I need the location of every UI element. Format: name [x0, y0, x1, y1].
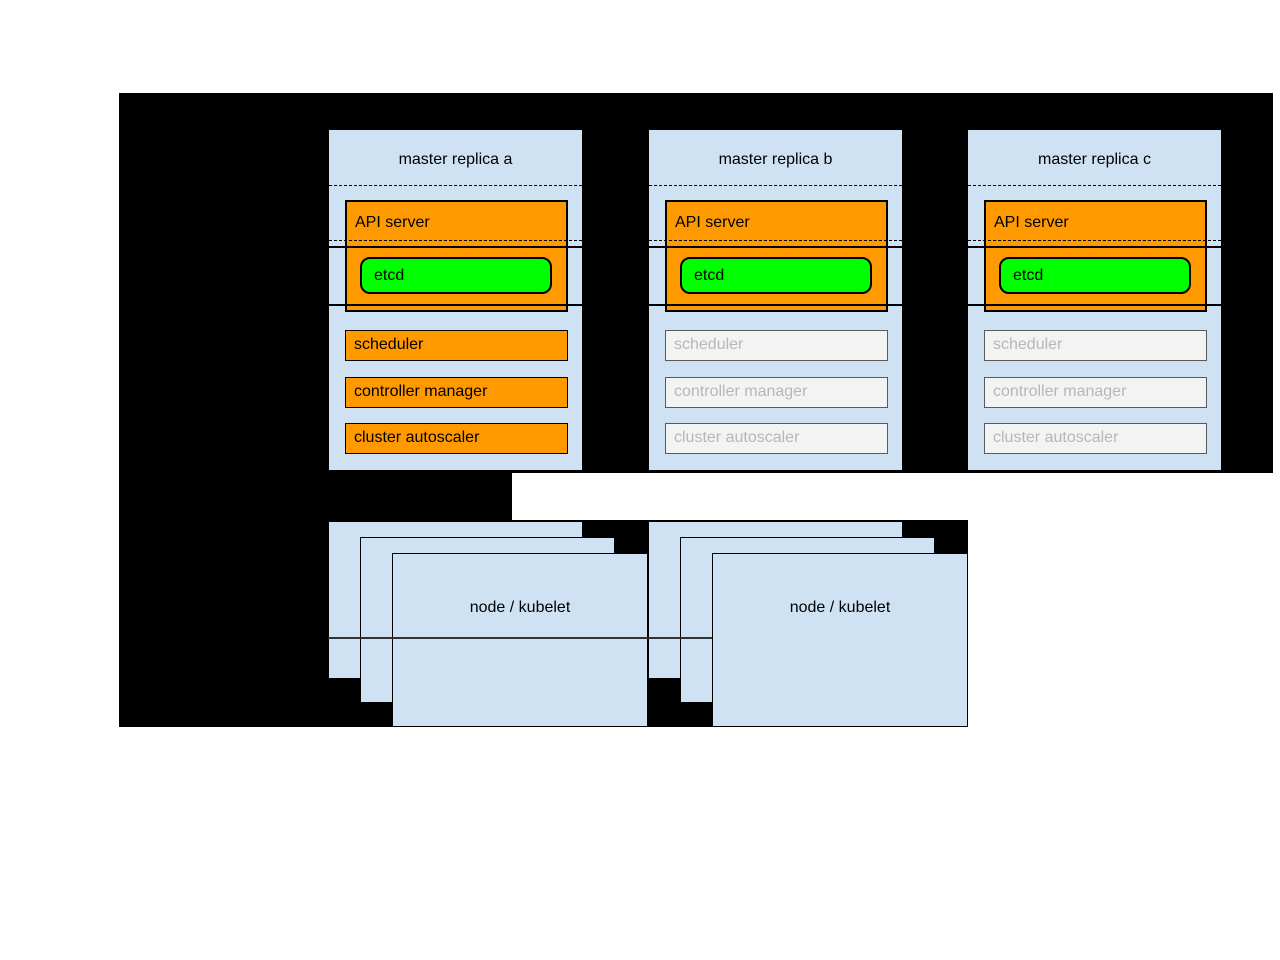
node-divider-line [328, 637, 713, 639]
node-kubelet-label: node / kubelet [789, 599, 891, 616]
cluster-autoscaler-box: cluster autoscaler [665, 423, 888, 454]
etcd-label: etcd [374, 267, 405, 284]
dashed-separator [649, 185, 902, 186]
cluster-autoscaler-box: cluster autoscaler [345, 423, 568, 454]
replica-title: master replica a [398, 151, 513, 168]
api-server-box: API server etcd [984, 200, 1207, 312]
node-kubelet-label: node / kubelet [469, 599, 571, 616]
replica-title: master replica c [1038, 151, 1151, 168]
master-replica-c-box: master replica c API server etcd schedul… [967, 129, 1222, 471]
solid-separator [329, 304, 582, 306]
cluster-autoscaler-box: cluster autoscaler [984, 423, 1207, 454]
black-background-middle [119, 473, 512, 520]
solid-separator [968, 304, 1221, 306]
controller-manager-box: controller manager [984, 377, 1207, 408]
controller-manager-box: controller manager [345, 377, 568, 408]
api-server-box: API server etcd [345, 200, 568, 312]
scheduler-box: scheduler [345, 330, 568, 361]
etcd-label: etcd [1013, 267, 1044, 284]
controller-manager-box: controller manager [665, 377, 888, 408]
dashed-separator [968, 240, 1221, 241]
scheduler-box: scheduler [665, 330, 888, 361]
solid-separator [649, 304, 902, 306]
api-server-box: API server etcd [665, 200, 888, 312]
node-box-front: node / kubelet [712, 553, 968, 727]
etcd-box: etcd [360, 257, 552, 294]
api-server-label: API server [675, 214, 750, 231]
solid-separator [968, 246, 1221, 248]
solid-separator [649, 246, 902, 248]
dashed-separator [329, 185, 582, 186]
dashed-separator [649, 240, 902, 241]
master-replica-b-box: master replica b API server etcd schedul… [648, 129, 903, 471]
dashed-separator [329, 240, 582, 241]
api-server-label: API server [355, 214, 430, 231]
node-box-front: node / kubelet [392, 553, 648, 727]
etcd-label: etcd [694, 267, 725, 284]
replica-title: master replica b [718, 151, 833, 168]
dashed-separator [968, 185, 1221, 186]
master-replica-a-box: master replica a API server etcd schedul… [328, 129, 583, 471]
scheduler-box: scheduler [984, 330, 1207, 361]
etcd-box: etcd [999, 257, 1191, 294]
api-server-label: API server [994, 214, 1069, 231]
etcd-box: etcd [680, 257, 872, 294]
solid-separator [329, 246, 582, 248]
